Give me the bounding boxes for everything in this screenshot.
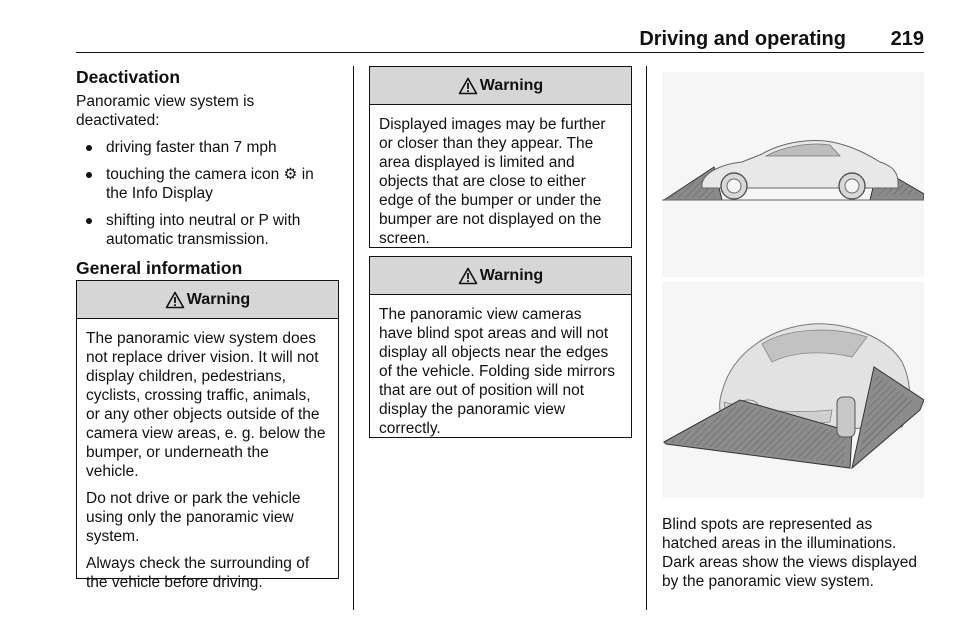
text-line: The panoramic view system does	[86, 330, 317, 347]
text-line: Do not drive or park the vehicle	[86, 490, 301, 507]
list-item-text: touching the camera icon ⚙ in	[106, 166, 314, 183]
warning-paragraph: Always check the surrounding of the vehi…	[86, 554, 329, 592]
intro-line: Panoramic view system is	[76, 93, 255, 110]
warning-header: Warning	[77, 281, 338, 319]
warning-paragraph: The panoramic view system does not repla…	[86, 329, 329, 481]
list-item: touching the camera icon ⚙ in the Info D…	[76, 165, 338, 203]
warning-paragraph: The panoramic view cameras have blind sp…	[379, 305, 622, 438]
text-line: vehicle.	[86, 463, 139, 480]
text-line: bumper, or underneath the	[86, 444, 269, 461]
text-line: using only the panoramic view	[86, 509, 294, 526]
car-side-view-illustration	[662, 72, 925, 277]
page-header: Driving and operating 219	[76, 26, 924, 53]
text-line: have blind spot areas and will not	[379, 325, 609, 342]
list-item-text: the Info Display	[106, 185, 213, 202]
text-line: Dark areas show the views displayed	[662, 554, 918, 571]
text-line: display all objects near the edges	[379, 344, 609, 361]
text-line: hatched areas in the illuminations.	[662, 535, 897, 552]
heading-general-information: General information	[76, 258, 243, 278]
text-line: Always check the surrounding of	[86, 555, 310, 572]
warning-paragraph: Do not drive or park the vehicle using o…	[86, 489, 329, 546]
warning-triangle-icon	[165, 291, 185, 308]
text-line: display the panoramic view	[379, 401, 566, 418]
warning-title: Warning	[186, 290, 251, 308]
bullet-dot	[86, 145, 92, 151]
list-item-text: driving faster than 7 mph	[106, 139, 277, 156]
warning-header: Warning	[370, 257, 631, 295]
header-title: Driving and operating	[639, 28, 846, 50]
warning-title: Warning	[479, 266, 544, 284]
bullet-dot	[86, 172, 92, 178]
list-item: driving faster than 7 mph	[76, 138, 338, 157]
text-line: Displayed images may be further	[379, 116, 606, 133]
text-line: by the panoramic view system.	[662, 573, 874, 590]
warning-body: Displayed images may be further or close…	[370, 105, 631, 256]
text-line: The panoramic view cameras	[379, 306, 582, 323]
warning-title: Warning	[479, 76, 544, 94]
warning-box: Warning The panoramic view system does n…	[76, 280, 339, 591]
heading-deactivation: Deactivation	[76, 67, 181, 87]
list-item-text: shifting into neutral or P with	[106, 212, 301, 229]
text-line: the vehicle before driving.	[86, 574, 263, 591]
warning-body: The panoramic view cameras have blind sp…	[370, 295, 631, 446]
text-line: screen.	[379, 230, 430, 247]
intro-line: deactivated:	[76, 112, 160, 129]
list-item: shifting into neutral or P with automati…	[76, 211, 338, 249]
column-left: Deactivation Panoramic view system is de…	[76, 66, 338, 279]
text-line: Blind spots are represented as	[662, 516, 873, 533]
list-item-text: automatic transmission.	[106, 231, 269, 248]
column-divider	[353, 66, 354, 610]
text-line: or any other objects outside of the	[86, 406, 320, 423]
text-line: correctly.	[379, 420, 441, 437]
text-line: objects that are close to either	[379, 173, 586, 190]
warning-box: Warning Displayed images may be further …	[369, 66, 632, 248]
page-number: 219	[890, 28, 924, 50]
warning-header: Warning	[370, 67, 631, 105]
text-line: display children, pedestrians,	[86, 368, 286, 385]
text-line: that are out of position will not	[379, 382, 585, 399]
column-divider	[646, 66, 647, 610]
text-line: cyclists, crossing traffic, animals,	[86, 387, 311, 404]
text-line: area displayed is limited and	[379, 154, 575, 171]
warning-triangle-icon	[458, 267, 478, 284]
deactivation-list: driving faster than 7 mph touching the c…	[76, 138, 338, 249]
car-perspective-illustration	[662, 282, 925, 498]
text-line: not replace driver vision. It will not	[86, 349, 319, 366]
bullet-dot	[86, 218, 92, 224]
text-line: or closer than they appear. The	[379, 135, 594, 152]
text-line: of the vehicle. Folding side mirrors	[379, 363, 616, 380]
text-line: camera view areas, e. g. below the	[86, 425, 326, 442]
warning-body: The panoramic view system does not repla…	[77, 319, 338, 600]
text-line: bumper are not displayed on the	[379, 211, 602, 228]
illustration-caption: Blind spots are represented as hatched a…	[662, 515, 932, 591]
text-line: system.	[86, 528, 140, 545]
text-line: edge of the bumper or under the	[379, 192, 602, 209]
warning-box: Warning The panoramic view cameras have …	[369, 256, 632, 438]
warning-triangle-icon	[458, 77, 478, 94]
warning-paragraph: Displayed images may be further or close…	[379, 115, 622, 248]
